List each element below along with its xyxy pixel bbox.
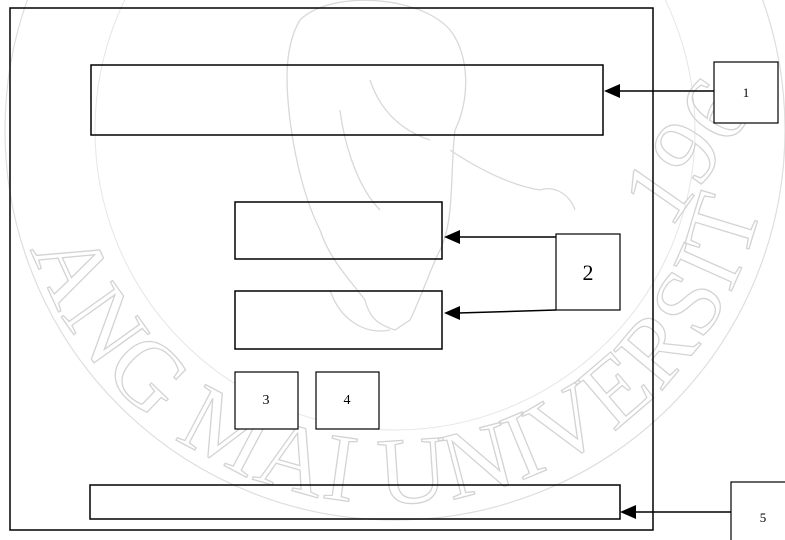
callout-label-2: 2 xyxy=(583,260,594,285)
callout-label-4: 4 xyxy=(344,393,351,408)
callout-label-1: 1 xyxy=(743,85,750,100)
input-field-area-upper xyxy=(234,201,443,260)
screen-frame xyxy=(9,7,654,531)
callout-arrow-2-lower xyxy=(457,309,557,314)
arrowhead-5 xyxy=(620,505,636,519)
input-field-area-lower xyxy=(234,290,443,350)
arrowhead-2-lower xyxy=(444,306,460,320)
arrowhead-2-upper xyxy=(444,230,460,244)
callout-box-5 xyxy=(730,481,785,540)
button-area-3 xyxy=(234,371,299,430)
callout-label-3: 3 xyxy=(263,393,270,408)
callout-box-2 xyxy=(555,233,621,311)
callout-box-1 xyxy=(713,61,779,124)
button-area-4 xyxy=(315,371,380,430)
callout-label-5: 5 xyxy=(760,510,767,525)
arrowhead-1 xyxy=(604,84,620,98)
footer-bar-area xyxy=(89,484,621,520)
header-banner-area xyxy=(90,64,604,136)
